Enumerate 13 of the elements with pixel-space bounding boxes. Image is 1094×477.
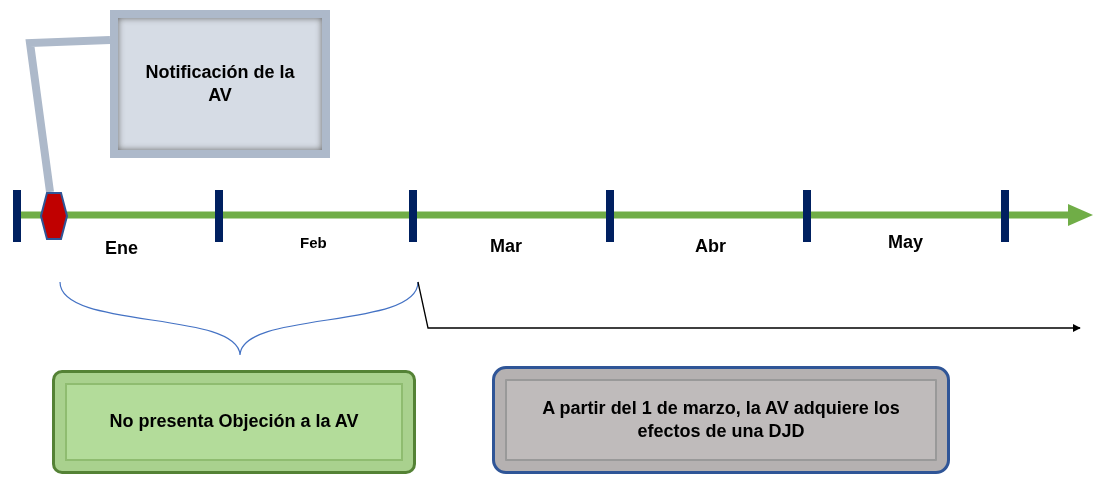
box-text: No presenta Objeción a la AV bbox=[109, 410, 359, 434]
process-box bbox=[52, 370, 416, 474]
month-label: Feb bbox=[300, 234, 327, 251]
month-label: Abr bbox=[695, 236, 726, 257]
box-text: A partir del 1 de marzo, la AV adquiere los efectos de una DJD bbox=[541, 396, 901, 443]
process-box bbox=[492, 366, 950, 474]
callout-box bbox=[110, 10, 330, 158]
month-label: May bbox=[888, 232, 923, 253]
hexagon-marker bbox=[40, 192, 68, 240]
month-label: Mar bbox=[490, 236, 522, 257]
month-label: Ene bbox=[105, 238, 138, 259]
leader-line bbox=[25, 36, 111, 193]
box-text: Notificación de la AV bbox=[144, 60, 296, 107]
